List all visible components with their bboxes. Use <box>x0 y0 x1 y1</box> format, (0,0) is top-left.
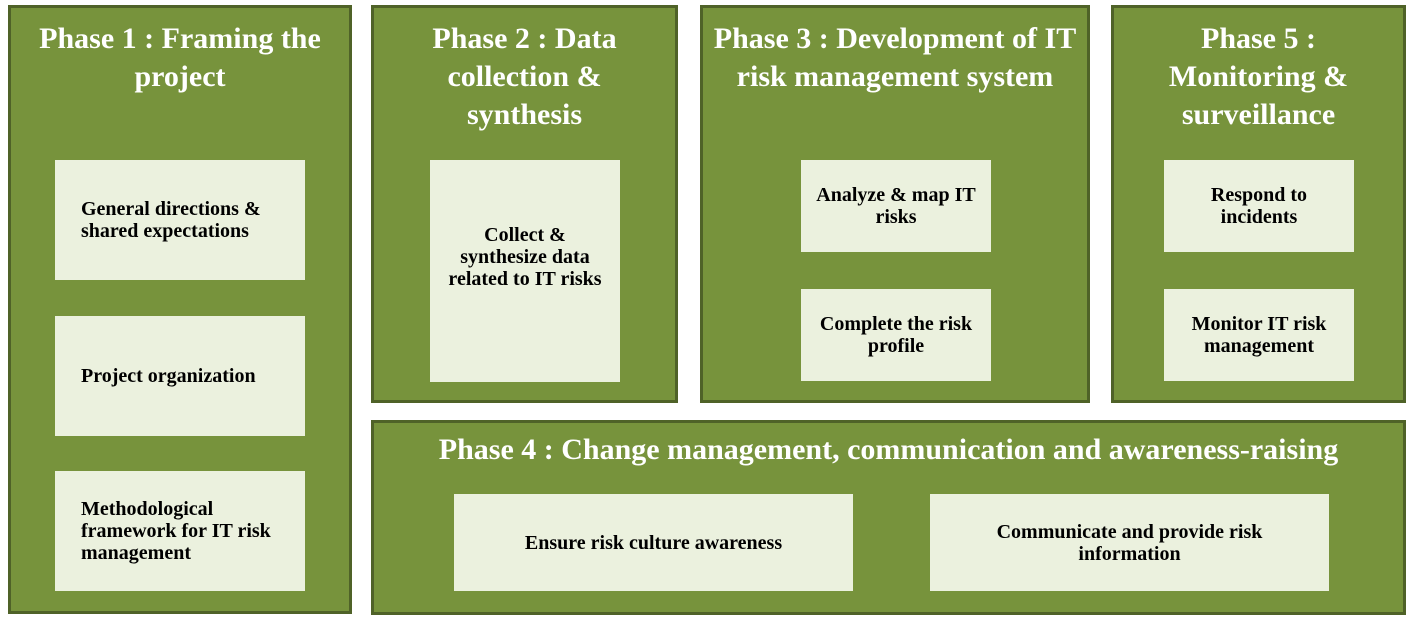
phase-3-box-risk-profile: Complete the risk profile <box>801 289 991 381</box>
phase-4-box-risk-culture: Ensure risk culture awareness <box>454 494 853 591</box>
phase-1-title: Phase 1 : Framing the project <box>39 22 321 93</box>
phase-4-panel: Phase 4 : Change management, communicati… <box>371 420 1406 615</box>
phase-5-title: Phase 5 : Monitoring & surveillance <box>1168 22 1349 131</box>
phase-4-box-risk-information: Communicate and provide risk information <box>930 494 1329 591</box>
phase-2-box-collect-data: Collect & synthesize data related to IT … <box>430 160 620 382</box>
phase-4-title: Phase 4 : Change management, communicati… <box>438 433 1339 466</box>
phase-5-box-respond-incidents: Respond to incidents <box>1164 160 1354 252</box>
phase-2-title: Phase 2 : Data collection & synthesis <box>432 22 617 131</box>
phase-1-box-project-organization: Project organization <box>55 316 305 436</box>
phase-3-title: Phase 3 : Development of IT risk managem… <box>713 22 1077 93</box>
phase-3-panel: Phase 3 : Development of IT risk managem… <box>700 5 1090 403</box>
phase-1-panel: Phase 1 : Framing the project General di… <box>8 5 352 614</box>
phase-1-box-methodological-framework: Methodological framework for IT risk man… <box>55 471 305 591</box>
phase-1-box-general-directions: General directions & shared expectations <box>55 160 305 280</box>
phase-3-box-analyze-map: Analyze & map IT risks <box>801 160 991 252</box>
phase-2-panel: Phase 2 : Data collection & synthesis Co… <box>371 5 678 403</box>
phase-5-panel: Phase 5 : Monitoring & surveillance Resp… <box>1111 5 1406 403</box>
phase-5-box-monitor-risk: Monitor IT risk management <box>1164 289 1354 381</box>
